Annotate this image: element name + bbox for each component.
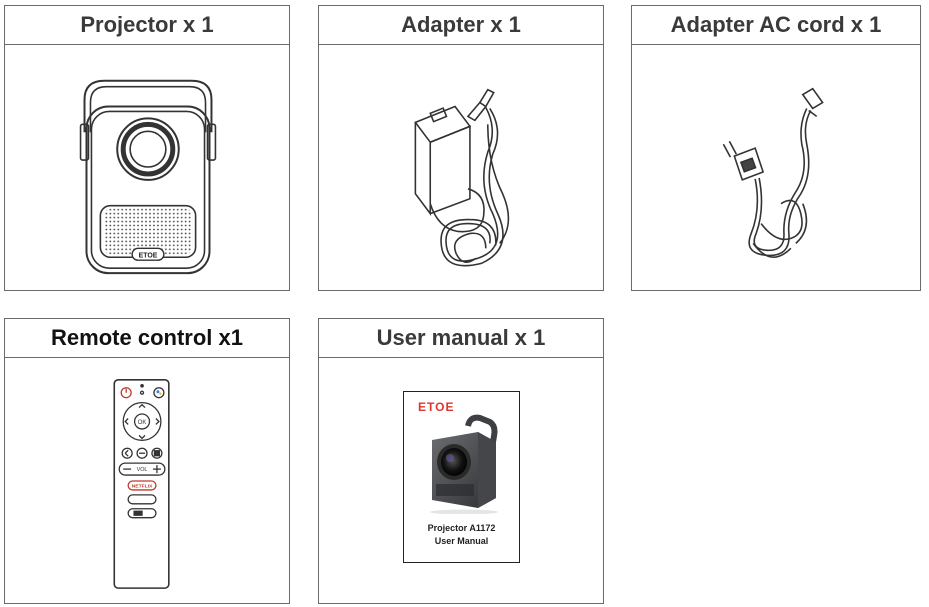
manual-card-body: ETOE bbox=[319, 358, 603, 603]
manual-booklet: ETOE bbox=[403, 391, 520, 563]
manual-card: User manual x 1 ETOE bbox=[318, 318, 604, 604]
projector-icon: ETOE bbox=[79, 79, 217, 275]
projector-logo-text: ETOE bbox=[139, 252, 158, 259]
remote-card-body: OK VOL NETFLIX bbox=[5, 358, 289, 603]
manual-title-line1: Projector A1172 bbox=[427, 523, 496, 533]
manual-title: Projector A1172 User Manual bbox=[404, 522, 519, 548]
power-adapter-icon bbox=[414, 88, 510, 267]
ac-cord-plug-icon bbox=[722, 87, 824, 258]
projector-card: Projector x 1 bbox=[4, 5, 290, 291]
remote-ok-label: OK bbox=[138, 420, 147, 426]
manual-title-line2: User Manual bbox=[434, 536, 489, 546]
remote-control-icon: OK VOL NETFLIX bbox=[113, 379, 170, 589]
ac-cord-card: Adapter AC cord x 1 bbox=[631, 5, 921, 291]
remote-card-title: Remote control x1 bbox=[5, 319, 289, 358]
ac-cord-card-title: Adapter AC cord x 1 bbox=[632, 6, 920, 45]
manual-brand-logo: ETOE bbox=[418, 400, 455, 414]
manual-card-title: User manual x 1 bbox=[319, 319, 603, 358]
remote-app-button-label: NETFLIX bbox=[132, 484, 153, 490]
remote-vol-label: VOL bbox=[137, 467, 148, 473]
projector-card-body: ETOE bbox=[5, 45, 289, 290]
projector-photo-icon bbox=[430, 414, 498, 514]
adapter-card-title: Adapter x 1 bbox=[319, 6, 603, 45]
projector-card-title: Projector x 1 bbox=[5, 6, 289, 45]
remote-card: Remote control x1 bbox=[4, 318, 290, 604]
adapter-card-body bbox=[319, 45, 603, 290]
adapter-card: Adapter x 1 bbox=[318, 5, 604, 291]
ac-cord-card-body bbox=[632, 45, 920, 290]
